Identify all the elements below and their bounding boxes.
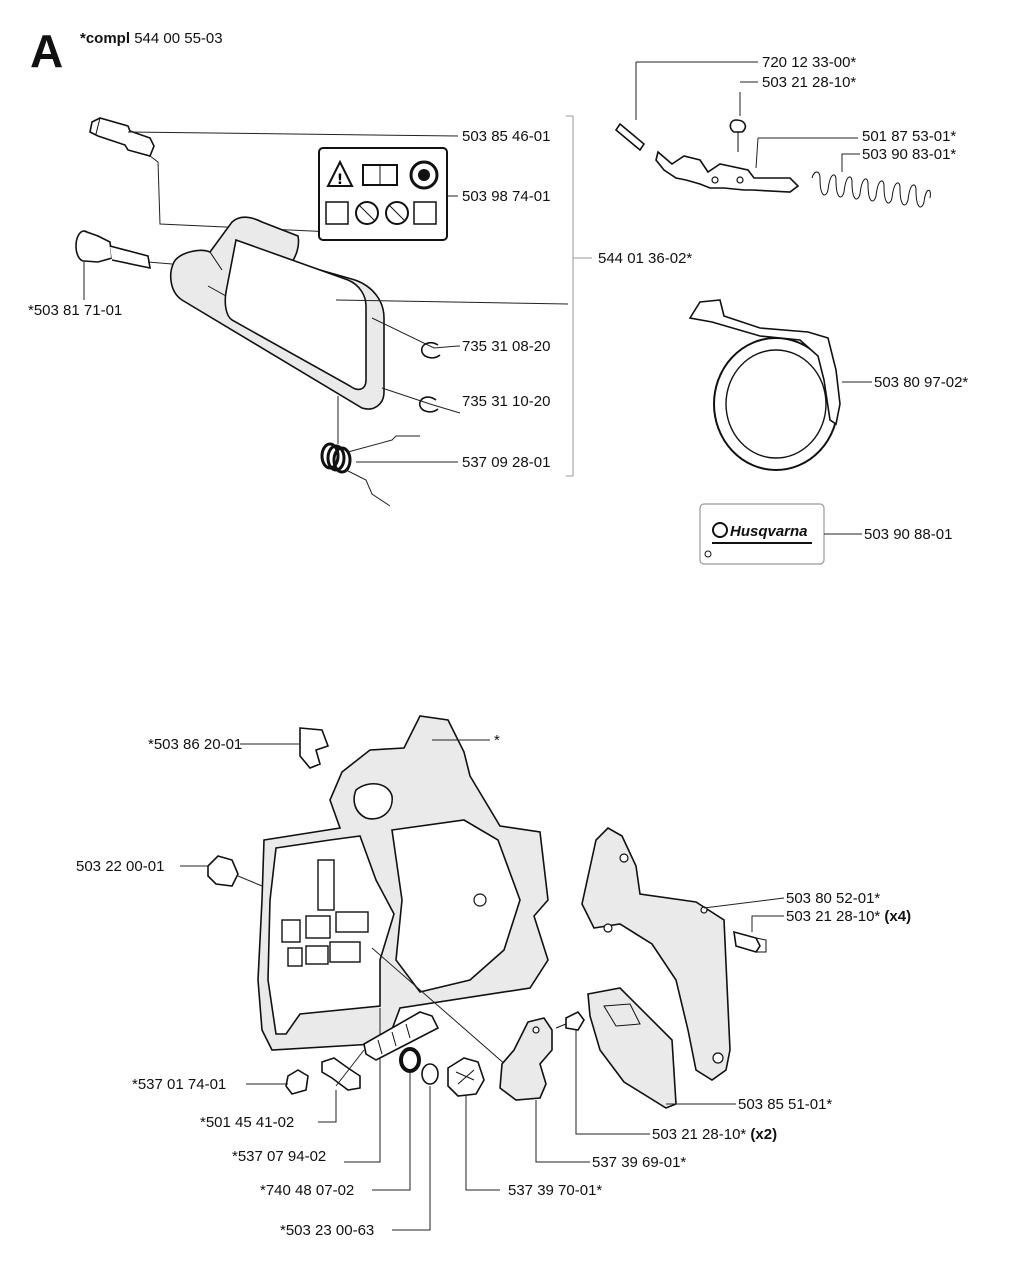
pivot-bolt-part (75, 230, 173, 300)
coil-spring-part (811, 153, 931, 208)
part-label: *740 48 07-02 (260, 1182, 355, 1199)
brand-underline (712, 542, 812, 544)
nut-part (180, 855, 263, 887)
part-label: 503 80 52-01* (786, 890, 881, 907)
screw-part (733, 915, 784, 953)
bolt-part (89, 117, 459, 237)
brand-decal (699, 503, 862, 565)
safety-decal: ! (318, 147, 458, 241)
chain-brake-handle (169, 216, 385, 410)
svg-text:!: ! (337, 172, 343, 188)
section-letter: A (30, 25, 64, 77)
cover-plate-part (587, 987, 736, 1109)
part-label: 503 85 46-01 (462, 128, 551, 145)
compl-number: 544 00 55-03 (134, 30, 223, 47)
part-label-with-qty: 503 21 28-10* (x4) (786, 908, 911, 926)
complete-assembly-label: *compl 544 00 55-03 (80, 30, 223, 47)
side-cover-part (581, 827, 785, 1081)
part-label: *537 01 74-01 (132, 1076, 227, 1093)
brake-lever-part (614, 61, 858, 193)
part-number: 503 21 28-10* (786, 908, 881, 925)
part-label: 503 22 00-01 (76, 858, 165, 875)
brake-band-part (688, 299, 872, 471)
part-label: 544 01 36-02* (598, 250, 693, 267)
part-label: 735 31 10-20 (462, 393, 551, 410)
torsion-spring-part (320, 396, 458, 507)
part-label: *503 23 00-63 (280, 1222, 375, 1239)
part-label: 503 85 51-01* (738, 1096, 833, 1113)
assembly-bracket (566, 115, 592, 477)
part-label: *537 07 94-02 (232, 1148, 327, 1165)
chain-tensioner-parts (246, 1010, 650, 1231)
brand-decal-text: Husqvarna (712, 522, 808, 541)
part-number: 503 21 28-10* (652, 1126, 747, 1143)
part-label: 503 90 88-01 (864, 526, 953, 543)
part-label: 735 31 08-20 (462, 338, 551, 355)
compl-prefix: *compl (80, 30, 131, 47)
part-label: 720 12 33-00* (762, 54, 857, 71)
clip-part (240, 727, 330, 769)
part-label: 501 87 53-01* (862, 128, 957, 145)
brand-name: Husqvarna (730, 523, 808, 540)
part-label: 503 90 83-01* (862, 146, 957, 163)
part-label: 503 21 28-10* (762, 74, 857, 91)
part-label: * (494, 732, 500, 749)
part-label: 537 39 69-01* (592, 1154, 687, 1171)
part-label: 537 09 28-01 (462, 454, 551, 471)
part-label: 503 80 97-02* (874, 374, 969, 391)
circlip-part (335, 299, 569, 414)
part-quantity: (x4) (884, 908, 912, 925)
part-label: *503 81 71-01 (28, 302, 123, 319)
part-quantity: (x2) (750, 1126, 778, 1143)
part-label: 537 39 70-01* (508, 1182, 603, 1199)
husqvarna-logo-icon (712, 522, 728, 538)
clutch-cover-housing (257, 715, 549, 1163)
part-label: 503 98 74-01 (462, 188, 551, 205)
part-label: *501 45 41-02 (200, 1114, 295, 1131)
part-label: *503 86 20-01 (148, 736, 243, 753)
part-label-with-qty: 503 21 28-10* (x2) (652, 1126, 777, 1144)
